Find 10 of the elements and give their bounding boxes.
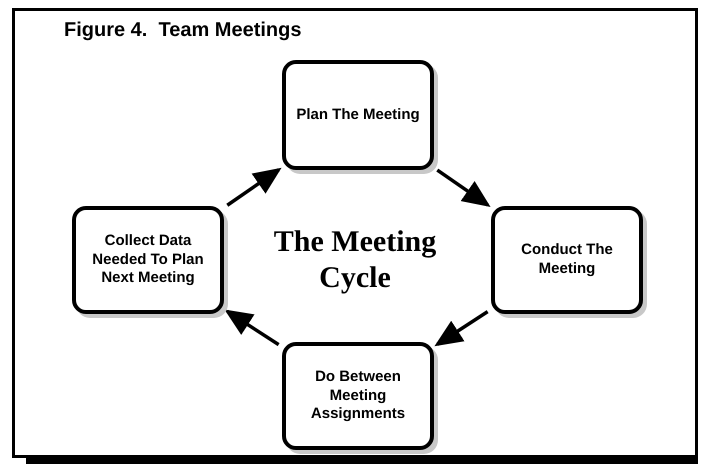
- arrow: [224, 310, 280, 346]
- box-label: Collect Data Needed To Plan Next Meeting: [91, 232, 205, 288]
- figure-title: Figure 4. Team Meetings: [64, 20, 302, 40]
- arrow: [226, 168, 282, 207]
- box-label: Conduct The Meeting: [520, 241, 614, 279]
- center-title: The Meeting Cycle: [272, 224, 438, 296]
- box-label: Do Between Meeting Assignments: [310, 368, 406, 424]
- arrow: [436, 168, 491, 207]
- box-label: Plan The Meeting: [296, 106, 420, 124]
- arrow: [434, 310, 489, 346]
